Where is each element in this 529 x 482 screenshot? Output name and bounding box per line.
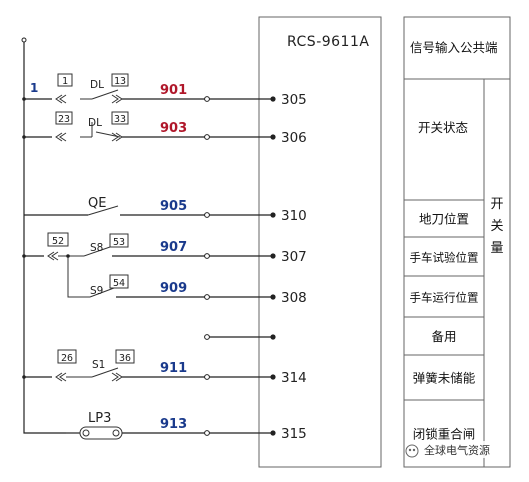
device-terminal-dot xyxy=(270,96,276,102)
contact-box-54: 54 xyxy=(113,278,125,289)
contact-box-33: 33 xyxy=(114,114,126,125)
row-907 xyxy=(24,232,272,298)
device-terminal-dot xyxy=(270,253,276,259)
terminal-node xyxy=(204,294,210,300)
contact-box-1: 1 xyxy=(62,76,68,87)
row-909 xyxy=(89,274,272,298)
pressure-plate-label: LP3 xyxy=(88,411,111,426)
row-911 xyxy=(24,349,272,382)
device-terminal-dot xyxy=(270,374,276,380)
group-char-0: 开 xyxy=(490,197,503,212)
wire-number-907: 907 xyxy=(160,240,187,255)
row-903 xyxy=(24,111,272,142)
contact-label-dl-2: DL xyxy=(88,117,102,129)
terminal-node xyxy=(204,96,210,102)
junction-node xyxy=(22,375,26,379)
terminal-label-310: 310 xyxy=(281,208,307,224)
terminal-label-314: 314 xyxy=(281,370,307,386)
bus-top-node xyxy=(21,37,27,43)
row-913 xyxy=(66,426,272,440)
wire-number-911: 911 xyxy=(160,361,187,376)
side-table xyxy=(403,16,511,468)
wire-number-903: 903 xyxy=(160,121,187,136)
contact-label-dl-1: DL xyxy=(90,79,104,91)
wire-number-913: 913 xyxy=(160,417,187,432)
wire-number-905: 905 xyxy=(160,199,187,214)
watermark-logo-icon xyxy=(405,444,419,458)
junction-node xyxy=(22,254,26,258)
contact-label-s1: S1 xyxy=(92,359,105,371)
contact-box-52: 52 xyxy=(52,236,64,247)
terminal-node xyxy=(204,134,210,140)
watermark-text: 全球电气资源 xyxy=(424,443,490,457)
watermark: 全球电气资源 xyxy=(405,441,507,458)
common-input-label: 信号输入公共端 xyxy=(410,40,498,55)
device-terminal-dot xyxy=(270,334,276,340)
wire-number-901: 901 xyxy=(160,83,187,98)
switch-status-label: 开关状态 xyxy=(418,120,468,135)
device-terminal-dot xyxy=(270,294,276,300)
contact-box-36: 36 xyxy=(119,353,131,364)
contact-label-s8: S8 xyxy=(90,242,103,254)
junction-node xyxy=(22,97,26,101)
terminal-node xyxy=(204,253,210,259)
side-item-2: 手车运行位置 xyxy=(410,291,479,305)
group-char-2: 量 xyxy=(490,241,503,256)
side-item-5: 闭锁重合闸 xyxy=(413,427,476,442)
device-terminal-dot xyxy=(270,212,276,218)
terminal-node xyxy=(204,374,210,380)
terminal-node xyxy=(204,334,210,340)
terminal-label-315: 315 xyxy=(281,426,307,442)
junction-node xyxy=(22,135,26,139)
row-905 xyxy=(24,205,272,216)
switch-quantity-label: 开关量 xyxy=(490,197,503,256)
contact-box-23: 23 xyxy=(58,114,70,125)
terminal-node xyxy=(204,212,210,218)
terminal-label-306: 306 xyxy=(281,130,307,146)
device-frame xyxy=(258,16,382,468)
contact-box-53: 53 xyxy=(113,237,125,248)
side-item-1: 手车试验位置 xyxy=(410,251,479,265)
terminal-label-307: 307 xyxy=(281,249,307,265)
contact-label-qe: QE xyxy=(88,196,106,211)
terminal-label-308: 308 xyxy=(281,290,307,306)
common-bus xyxy=(23,40,66,434)
side-item-0: 地刀位置 xyxy=(419,212,469,227)
terminal-node xyxy=(204,430,210,436)
contact-box-26: 26 xyxy=(61,353,73,364)
wire-labels: 901 305 903 306 905 310 907 307 909 308 911 314 913 3… xyxy=(22,83,307,442)
group-char-1: 关 xyxy=(490,219,503,234)
device-title: RCS-9611A xyxy=(287,34,369,50)
junction-node xyxy=(66,254,70,258)
row-901 xyxy=(24,73,272,104)
side-item-4: 弹簧未储能 xyxy=(413,371,476,386)
wire-number-909: 909 xyxy=(160,281,187,296)
row-number: 1 xyxy=(30,81,38,95)
side-item-3: 备用 xyxy=(431,329,456,344)
device-terminal-dot xyxy=(270,430,276,436)
contact-label-s9: S9 xyxy=(90,285,103,297)
terminal-label-305: 305 xyxy=(281,92,307,108)
device-terminal-dot xyxy=(270,134,276,140)
contact-box-13: 13 xyxy=(114,76,126,87)
